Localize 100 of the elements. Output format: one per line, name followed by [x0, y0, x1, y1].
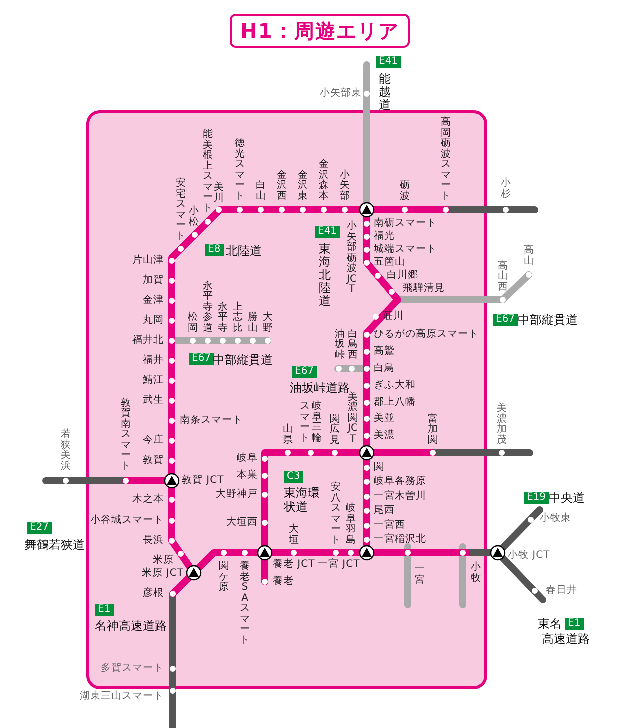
route-badge: E27 — [27, 522, 52, 534]
route-badge: E67 — [493, 314, 518, 326]
station-name: 小牧 — [470, 563, 482, 584]
station-name: ぎふ大和 — [374, 380, 416, 392]
station-name: 富加関 — [428, 414, 438, 446]
station-name: 福光 — [374, 231, 395, 243]
station-name: 大野神戸 — [216, 489, 258, 501]
station-name: 金沢西 — [276, 170, 288, 202]
station-name: 美濃加茂 — [496, 404, 508, 446]
route-name: 東海環状道 — [284, 486, 321, 514]
station-name: 一宮西 — [374, 520, 406, 532]
station-name: 一宮稲沢北 — [374, 534, 426, 546]
station-name: 福井北 — [132, 335, 164, 347]
station-name: 小牧 JCT — [508, 550, 550, 562]
station-name: 岐阜各務原 — [374, 476, 426, 488]
route-name: 北陸道 — [226, 244, 262, 258]
station-name: 丸岡 — [143, 315, 164, 327]
station-name: 関ケ原 — [218, 562, 230, 594]
station-name: 山県 — [282, 425, 294, 446]
station-name: 尾西 — [374, 505, 395, 517]
station-name: 美濃関JCT — [348, 392, 358, 445]
route-badge: E67 — [189, 353, 214, 365]
station-name: 小矢部砺波JCT — [346, 222, 358, 296]
route-badge: E41 — [315, 226, 340, 238]
station-name: 小杉 — [500, 179, 512, 200]
station-name: 油坂峠 — [334, 330, 346, 361]
station-name: 高山西 — [498, 262, 508, 293]
station-name: 白山 — [256, 181, 266, 202]
station-name: 湖東三山スマート — [80, 691, 164, 703]
route-badge: C3 — [284, 471, 304, 483]
station-name: 大野 — [262, 313, 274, 334]
route-badge: E1 — [565, 618, 584, 630]
route-name: 能越道 — [378, 73, 392, 112]
title-box: H1：周遊エリア — [230, 14, 410, 48]
route-name: 名神高速道路 — [95, 619, 167, 633]
station-name: 大垣西 — [226, 517, 258, 529]
route-badge: E19 — [524, 492, 550, 504]
station-name: 小矢部 — [340, 170, 350, 202]
station-name: 養老 JCT — [273, 559, 316, 571]
route-name: 中部縦貫道 — [518, 313, 578, 327]
station-name: 片山津 — [132, 255, 164, 267]
route-badge: E67 — [292, 366, 318, 378]
station-name: 岐阜羽島 — [346, 504, 356, 546]
station-name: 鯖江 — [143, 375, 164, 387]
station-name: 一宮 JCT — [318, 559, 360, 571]
station-name: 上志比 — [232, 302, 244, 334]
station-name: 勝山 — [248, 313, 258, 334]
route-name: 油坂峠道路 — [290, 381, 350, 395]
station-name: 彦根 — [143, 588, 164, 600]
station-name: 本巣 — [237, 470, 258, 482]
route-badge: E41 — [376, 56, 402, 68]
station-name: 養老SAスマート — [240, 562, 250, 646]
station-name: 敦賀 — [143, 455, 164, 467]
station-name: 永平寺 — [218, 302, 228, 334]
station-name: 砺波 — [400, 181, 410, 202]
station-name: 能美根上スマート — [202, 130, 214, 214]
station-name: 春日井 — [546, 585, 578, 597]
station-name: 安八スマート — [330, 483, 342, 546]
station-name: 金沢東 — [298, 170, 308, 202]
station-name: 若狭美浜 — [60, 430, 72, 472]
station-name: 一宮木曽川 — [374, 491, 426, 503]
station-name: 小松 — [188, 207, 200, 228]
station-name: 敦賀南スマート — [120, 398, 132, 472]
station-name: ひるがの高原スマート — [374, 329, 479, 341]
route-name: 中央道 — [549, 491, 585, 505]
station-name: 白鳥 — [374, 363, 395, 375]
station-name: 高岡砺波スマート — [440, 118, 452, 202]
station-name: 小牧東 — [540, 513, 572, 525]
station-name: 高鷲 — [374, 346, 395, 358]
station-name: 美濃 — [374, 430, 395, 442]
station-name: 南砺スマート — [374, 218, 437, 230]
station-name: 城端スマート — [374, 244, 437, 256]
station-name: 郡上八幡 — [374, 397, 416, 409]
route-badge: E8 — [205, 244, 224, 256]
station-name: 関 — [374, 462, 384, 474]
station-name: 福井 — [143, 355, 164, 367]
station-name: 小谷城スマート — [90, 515, 164, 527]
station-name: 美並 — [374, 413, 395, 425]
station-name: 木之本 — [132, 494, 164, 506]
station-name: 白鳥西 — [348, 330, 358, 361]
station-name: 武生 — [143, 395, 164, 407]
station-name: 南条スマート — [180, 415, 243, 427]
station-name: 長浜 — [143, 535, 164, 547]
route-badge: E1 — [95, 604, 114, 616]
station-name: 安宅スマート — [176, 179, 186, 242]
station-name: 飛騨清見 — [403, 283, 445, 295]
station-name: 加賀 — [143, 275, 164, 287]
station-name: 五箇山 — [374, 257, 406, 269]
station-name: 今庄 — [143, 435, 164, 447]
station-name: 永平寺参道 — [202, 282, 214, 334]
route-name: 東海北陸道 — [318, 243, 332, 308]
station-name: 岐阜三輪スマート — [300, 402, 322, 446]
station-name: 関広見 — [330, 414, 340, 446]
station-name: 敦賀 JCT — [182, 475, 224, 487]
station-name: 松岡 — [188, 313, 198, 334]
route-name: 舞鶴若狭道 — [25, 538, 85, 552]
station-name: 徳光スマート — [234, 139, 246, 202]
station-name: 大垣 — [288, 525, 300, 546]
station-name: 美川 — [214, 183, 224, 204]
station-name: 米原 — [153, 555, 174, 567]
